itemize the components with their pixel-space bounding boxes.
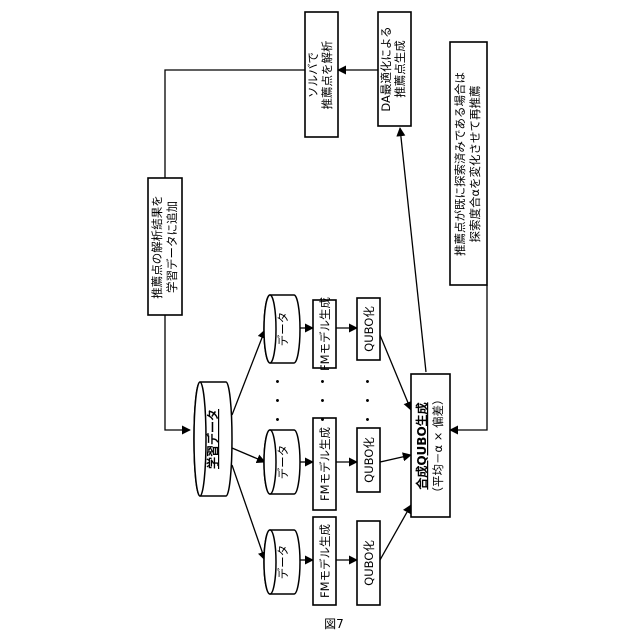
composite-to-da-arrow <box>400 128 426 372</box>
qubo-label-3: QUBO化 <box>362 540 376 586</box>
qubo-label-2: QUBO化 <box>362 437 376 483</box>
qubo-to-composite-arrow-2 <box>380 455 411 462</box>
composite-label-line2: （平均－α × 偏差） <box>431 393 445 498</box>
data-label-3: データ <box>276 545 290 580</box>
da-label-line2: 推薦点生成 <box>393 40 407 98</box>
data-label-2: データ <box>276 445 290 480</box>
retry-label-line2: 探索度合αを変化させて再推薦 <box>468 85 482 242</box>
branch-arrow-3 <box>232 465 265 560</box>
composite-label-line1: 合成QUBO生成 <box>414 402 429 489</box>
retry-label-line1: 推薦点が既に探索済みである場合は <box>453 72 467 256</box>
branch-arrow-2 <box>232 448 265 462</box>
feedback-label-line2: 学習データに追加 <box>165 201 179 293</box>
learning-data-label: 学習データ <box>205 409 220 469</box>
figure-caption: 図7 <box>324 617 344 631</box>
feedback-label-line1: 推薦点の解析結果を <box>150 195 164 299</box>
qubo-to-composite-arrow-1 <box>380 335 411 410</box>
branch-arrow-1 <box>232 330 265 415</box>
ellipsis-fm: ・・・ <box>316 370 332 427</box>
solver-label-line2: 推薦点を解析 <box>320 41 334 110</box>
da-label-line1: DA最適化による <box>379 26 393 111</box>
solver-label-line1: ソルバで <box>306 52 320 98</box>
qubo-to-composite-arrow-3 <box>380 505 411 560</box>
ellipsis-data: ・・・ <box>271 370 287 427</box>
data-label-1: データ <box>276 312 290 347</box>
qubo-label-1: QUBO化 <box>362 306 376 352</box>
fm-label-1: FMモデル生成 <box>318 296 332 371</box>
fm-label-2: FMモデル生成 <box>318 426 332 501</box>
ellipsis-qubo: ・・・ <box>361 370 377 427</box>
retry-arrow <box>450 285 487 430</box>
fm-label-3: FMモデル生成 <box>318 523 332 598</box>
